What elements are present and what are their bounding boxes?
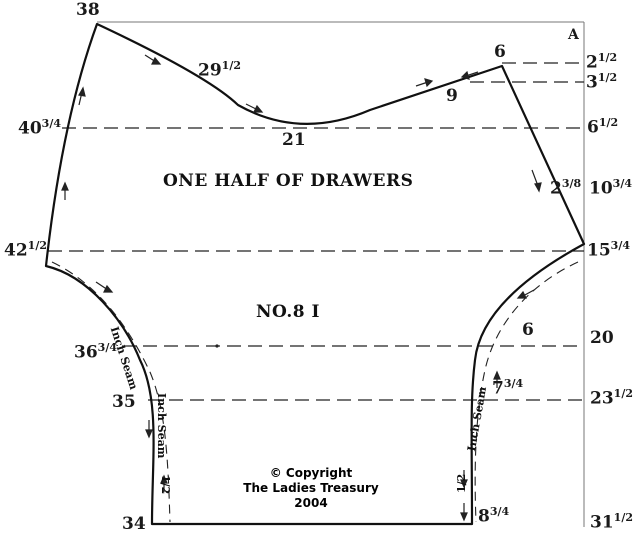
arrow-icon — [61, 181, 69, 200]
arrow-icon — [531, 169, 542, 193]
corner-letter: A — [568, 27, 579, 43]
copyright-line-1: © Copyright — [269, 466, 353, 480]
right-measure-6: 61/2 — [587, 116, 619, 138]
left-measure-34: 34 — [122, 514, 146, 534]
right-measure-2: 21/2 — [586, 51, 618, 73]
arrow-icon — [460, 70, 479, 80]
inner-measure-6: 6 — [522, 320, 534, 340]
arrow-icon — [95, 281, 114, 293]
arrow-icon — [144, 54, 162, 65]
inner-measure-8: 83/4 — [478, 505, 510, 527]
inner-measure-2-slope: 23/8 — [550, 177, 582, 199]
center-dot — [215, 344, 219, 348]
left-seam-label-lower: Inch Seam — [155, 393, 168, 459]
arrow-icon — [460, 470, 468, 489]
arrow-icon — [160, 474, 168, 492]
right-measure-20: 20 — [590, 328, 614, 348]
left-measure-35: 35 — [112, 392, 136, 412]
right-measure-10: 103/4 — [589, 177, 632, 199]
arrow-icon — [245, 103, 264, 113]
right-measure-31: 311/2 — [590, 511, 633, 533]
right-measure-15: 153/4 — [587, 239, 630, 261]
right-seam-half: 1/2 — [455, 473, 468, 493]
inner-measure-9: 9 — [446, 86, 458, 106]
arrow-icon — [460, 503, 468, 522]
pattern-outline — [44, 22, 586, 526]
inner-measure-7: 73/4 — [492, 377, 524, 399]
left-measure-36: 363/4 — [74, 341, 117, 363]
arrow-icon — [516, 289, 535, 299]
arrow-icon — [415, 78, 434, 88]
inner-measure-29: 291/2 — [198, 59, 241, 81]
right-seam-allowance — [474, 261, 579, 523]
inner-measure-21: 21 — [282, 130, 306, 150]
diagram-title: ONE HALF OF DRAWERS — [163, 171, 414, 191]
arrow-icon — [493, 370, 501, 388]
right-measure-3: 31/2 — [586, 71, 618, 93]
copyright-line-2: The Ladies Treasury — [243, 481, 379, 495]
left-measure-40: 403/4 — [18, 117, 61, 139]
left-measure-42: 421/2 — [4, 239, 47, 261]
left-seam-half: 1/2 — [159, 475, 172, 495]
left-measure-38: 38 — [76, 0, 100, 20]
arrow-icon — [145, 420, 153, 439]
arrow-icon — [78, 86, 86, 106]
copyright-block: © Copyright The Ladies Treasury 2004 — [236, 466, 386, 511]
right-measure-23: 231/2 — [590, 387, 633, 409]
inner-measure-6-top: 6 — [494, 42, 506, 62]
left-seam-allowance — [51, 261, 171, 523]
copyright-line-3: 2004 — [294, 496, 328, 510]
pattern-number: NO.8 I — [256, 302, 320, 322]
